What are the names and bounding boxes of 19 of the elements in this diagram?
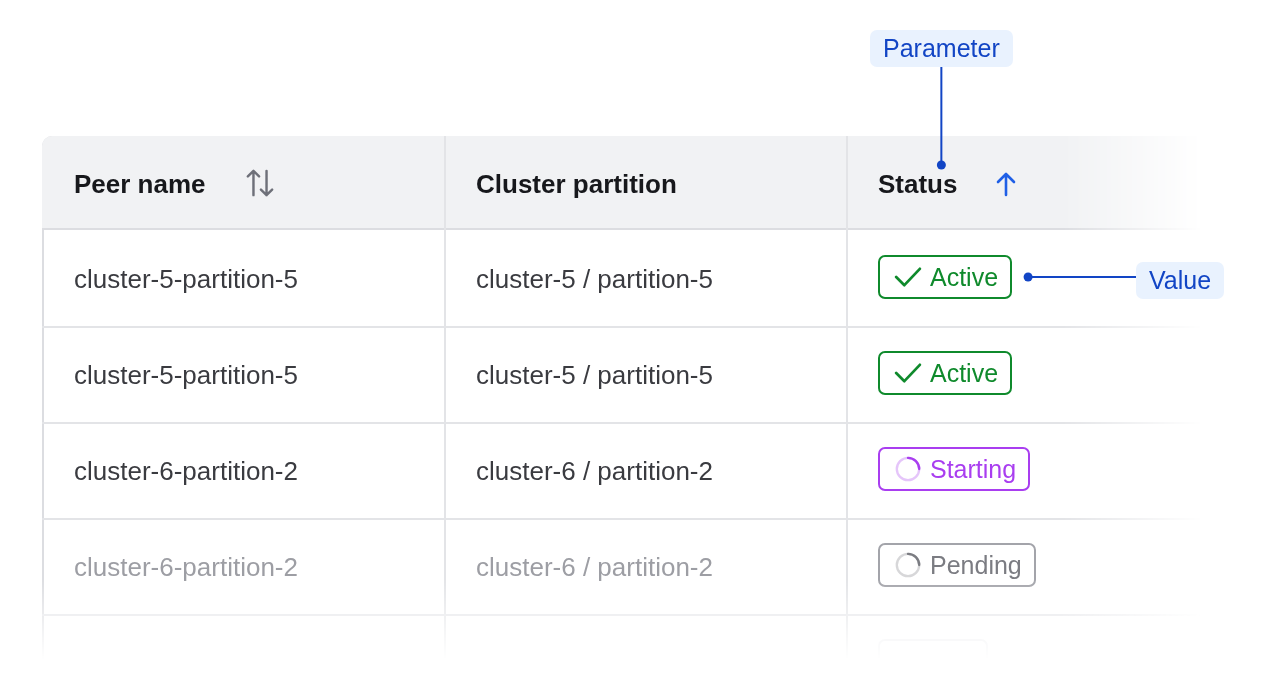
table-cell: cluster-5-partition-5 <box>74 360 298 391</box>
status-badge: Starting <box>878 447 1031 491</box>
table-cell: cluster-5 / partition-5 <box>476 360 713 391</box>
column-header: Cluster partition <box>476 169 677 200</box>
leader-line <box>936 66 946 170</box>
callout-label: Value <box>1136 262 1225 299</box>
table-cell: cluster-6-partition-2 <box>74 456 298 487</box>
table-cell: cluster-6-partition-2 <box>74 552 298 583</box>
status-badge: Pending <box>878 543 1036 587</box>
leader-line <box>1023 272 1137 282</box>
callout-label: Parameter <box>870 30 1013 67</box>
table-cell: cluster-5-partition-5 <box>74 264 298 295</box>
status-badge: Active <box>878 255 1013 299</box>
column-header: Status <box>878 169 958 200</box>
table-cell: cluster-6 / partition-2 <box>476 456 713 487</box>
column-header: Peer name <box>74 169 206 200</box>
table-cell: cluster-5 / partition-5 <box>476 264 713 295</box>
table-cell: cluster-6 / partition-2 <box>476 552 713 583</box>
status-badge: Active <box>878 351 1013 395</box>
